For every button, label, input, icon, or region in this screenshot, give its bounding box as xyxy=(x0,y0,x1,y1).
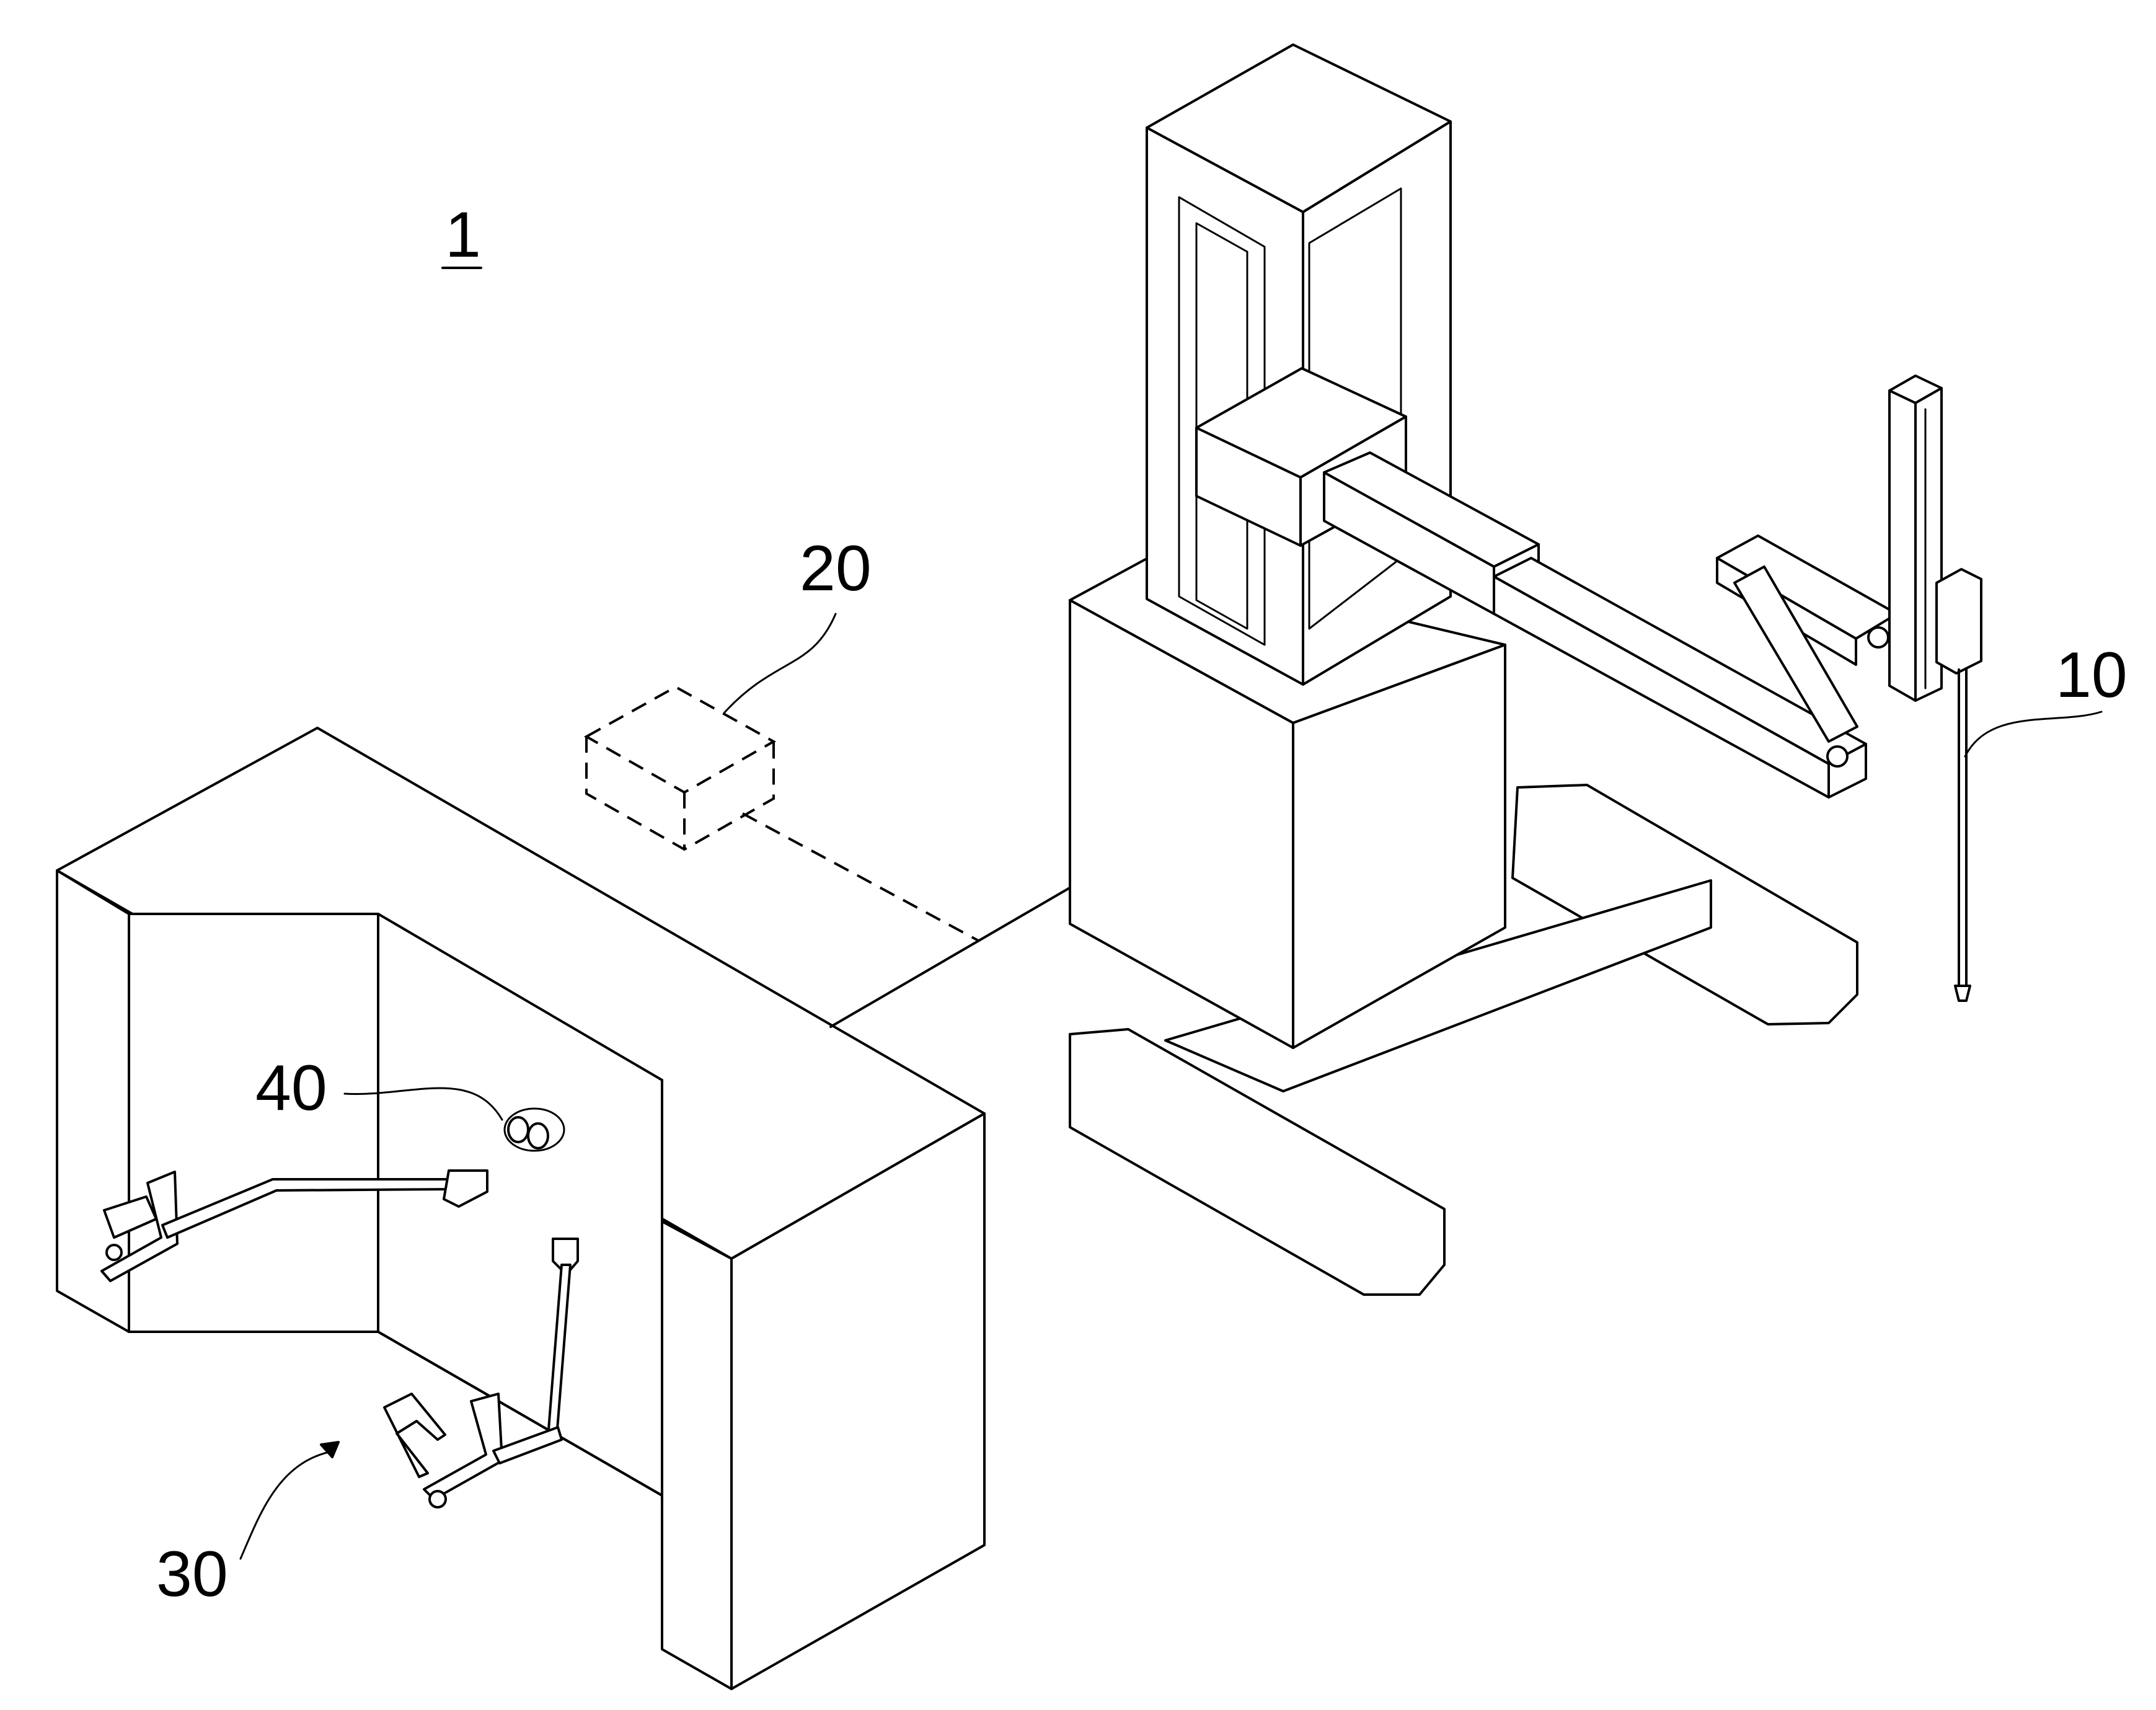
label-system: 1 xyxy=(445,199,481,271)
label-controller: 20 xyxy=(800,533,872,605)
label-robot: 10 xyxy=(2056,639,2127,711)
label-headrest: 30 xyxy=(156,1538,228,1610)
controller-box xyxy=(586,687,979,941)
robot-body xyxy=(1070,45,1981,1295)
label-camera: 40 xyxy=(255,1052,327,1124)
